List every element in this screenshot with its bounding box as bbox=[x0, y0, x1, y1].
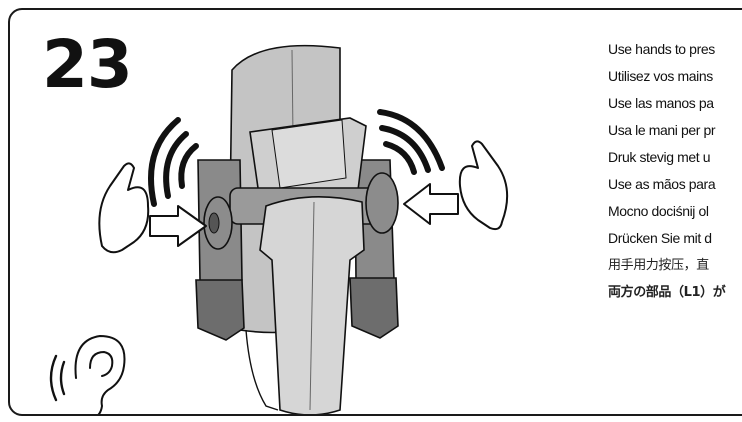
instruction-de: Drücken Sie mit d bbox=[608, 225, 742, 252]
sound-wave-icon-left bbox=[151, 120, 196, 204]
instruction-panel: 23 bbox=[8, 8, 742, 416]
model-left-leg bbox=[196, 160, 244, 340]
hand-icon-right bbox=[460, 141, 507, 229]
instruction-nl: Druk stevig met u bbox=[608, 144, 742, 171]
instruction-it: Usa le mani per pr bbox=[608, 117, 742, 144]
instruction-lines: Use hands to pres Utilisez vos mains Use… bbox=[608, 36, 742, 306]
instruction-pt: Use as mãos para bbox=[608, 171, 742, 198]
instruction-zh: 用手用力按压，直 bbox=[608, 252, 742, 279]
instruction-pl: Mocno dociśnij ol bbox=[608, 198, 742, 225]
instruction-es: Use las manos pa bbox=[608, 90, 742, 117]
ear-icon bbox=[51, 336, 125, 416]
hand-icon-left bbox=[99, 163, 148, 252]
press-arrow-icon-left bbox=[150, 206, 206, 246]
instruction-fr: Utilisez vos mains bbox=[608, 63, 742, 90]
instruction-ja: 両方の部品（L1）が bbox=[608, 279, 742, 306]
instruction-en: Use hands to pres bbox=[608, 36, 742, 63]
press-arrow-icon-right bbox=[404, 184, 458, 224]
